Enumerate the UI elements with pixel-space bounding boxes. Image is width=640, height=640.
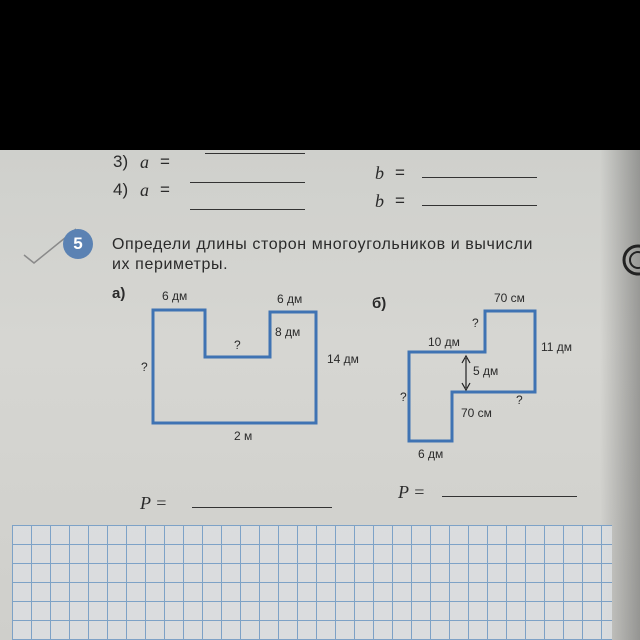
figure-b-bottom-length: 6 дм [418, 447, 444, 461]
figure-b-right-unknown: ? [516, 393, 523, 407]
row-3-a-answer-line[interactable] [190, 182, 305, 183]
row-3-equals: = [160, 152, 170, 171]
figure-b-gap-length: 5 дм [473, 364, 499, 378]
figure-a-top-right-length: 6 дм [277, 292, 303, 306]
figure-b-right-length: 11 дм [541, 340, 573, 354]
figure-a-notch-depth: 8 дм [275, 325, 301, 339]
figure-a-perimeter-answer-line[interactable] [192, 507, 332, 508]
row-3-b-label: b [375, 163, 384, 183]
row-4-b-label: b [375, 191, 384, 211]
row-3-b-equals: = [395, 163, 405, 182]
figure-a-label: а) [112, 285, 126, 302]
row-3-b-answer-line[interactable] [422, 177, 537, 178]
row-4-b-equals: = [395, 191, 405, 210]
figure-b-perimeter-answer-line[interactable] [442, 496, 577, 497]
answer-line [205, 153, 305, 154]
figure-b-perimeter-label: P = [398, 482, 426, 502]
task-number-badge: 5 [63, 229, 93, 259]
grid-workspace[interactable] [12, 525, 612, 640]
figure-b-label: б) [372, 295, 387, 312]
figure-a-left-unknown: ? [141, 360, 148, 374]
task-text-line2: их периметры. [112, 256, 229, 273]
spiral-binding-icon [622, 244, 640, 276]
row-4-b-answer-line[interactable] [422, 205, 537, 206]
figure-a-top-left-length: 6 дм [162, 289, 188, 303]
row-4-a-label: a [140, 180, 149, 200]
row-4-a-answer-line[interactable] [190, 209, 305, 210]
figure-a-perimeter-label: P = [140, 493, 168, 513]
checkmark-icon [23, 228, 77, 264]
figure-b-step-width: 10 дм [428, 335, 460, 349]
figure-a-right-length: 14 дм [327, 352, 359, 366]
figure-b-lower-step-length: 70 см [461, 406, 492, 420]
figure-b-top-length: 70 см [494, 291, 525, 305]
row-4-equals: = [160, 180, 170, 199]
task-text-line1: Определи длины сторон многоугольников и … [112, 236, 534, 253]
figure-b-left-unknown: ? [400, 390, 407, 404]
figure-b-upper-unknown: ? [472, 316, 479, 330]
row-3-a-label: a [140, 152, 149, 172]
figure-a-bottom-length: 2 м [234, 429, 253, 443]
figure-a-notch-inner-unknown: ? [234, 338, 241, 352]
row-4-number: 4) [113, 180, 129, 199]
row-3-number: 3) [113, 152, 129, 171]
